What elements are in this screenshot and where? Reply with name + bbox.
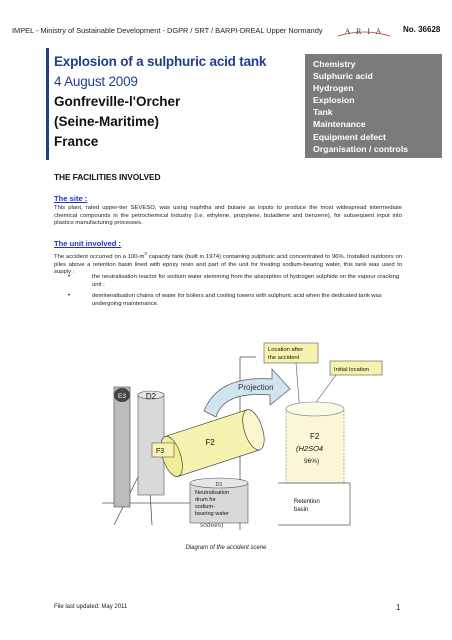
tank-f2-initial: F2 (H2SO4 96%) (285, 401, 345, 484)
projection-arrow: Projection (203, 368, 291, 418)
drum-d1: D1 Neutralisation drum for sodium- beari… (189, 477, 249, 529)
drum-label-line: sodium- (195, 504, 215, 510)
keyword: Organisation / controls (313, 143, 409, 154)
title-town: Gonfreville-l'Orcher (54, 94, 181, 109)
basin-label-line: basin (294, 507, 308, 513)
title-accent-bar (46, 48, 49, 160)
drum-label-line: bearing water (195, 511, 229, 517)
label-concentration: 96%) (304, 458, 319, 465)
label-d1: D1 (215, 482, 222, 488)
keyword: Chemistry (313, 59, 356, 69)
title-country: France (54, 134, 99, 149)
callout-text: Initial location (334, 367, 369, 373)
keyword: Maintenance (313, 119, 366, 130)
title-event: Explosion of a sulphuric acid tank (54, 54, 267, 69)
bullet-item-1: the neutralisation reactor for sodium wa… (92, 274, 400, 288)
label-sodees: sodees) (200, 522, 223, 529)
label-f2-displaced: F2 (205, 438, 215, 447)
site-paragraph: This plant, rated upper-tier SEVESO, was… (54, 205, 402, 227)
drum-label-line: drum for (195, 497, 216, 503)
unit-text-sup: 3 (144, 251, 147, 256)
retention-basin: Retention basin (278, 482, 351, 526)
document-number: No. 36628 (403, 25, 441, 34)
callout-line: Location after (268, 347, 303, 353)
header-ministry-text: IMPEL - Ministry of Sustainable Developm… (12, 26, 323, 35)
bullet-item-2: demineralisation chains of water for boi… (92, 293, 382, 307)
bullet-icon: • (68, 293, 71, 299)
accident-scene-diagram: D2 E3 Projection Location after the acci… (102, 342, 383, 530)
unit-heading: The unit involved : (54, 239, 122, 248)
label-e3: E3 (118, 393, 126, 400)
section-title: THE FACILITIES INVOLVED (54, 172, 161, 182)
drum-label-line: Neutralisation (195, 490, 229, 496)
footer-last-updated: File last updated: May 2011 (54, 604, 128, 610)
diagram-caption: Diagram of the accident scene (185, 545, 267, 551)
equipment-f3: F3 (151, 442, 175, 458)
keyword: Tank (313, 107, 333, 118)
label-h2so4: (H2SO4 (296, 444, 323, 453)
title-department: (Seine-Maritime) (54, 114, 160, 129)
keyword: Hydrogen (313, 83, 354, 94)
aria-logo-text: A R I A (345, 27, 384, 36)
aria-logo: A R I A (337, 27, 391, 37)
callout-line: the accident (268, 355, 300, 361)
page-number: 1 (396, 603, 401, 612)
label-projection: Projection (238, 383, 274, 392)
unit-text-b: capacity tank (built in 1974) containing… (54, 253, 403, 276)
unit-text-a: The accident occurred on a 100-m (54, 253, 145, 260)
keyword: Explosion (313, 95, 355, 106)
label-f3: F3 (156, 448, 164, 455)
bullet-icon: • (68, 274, 71, 280)
label-d2: D2 (146, 392, 157, 401)
label-f2-initial: F2 (310, 432, 320, 441)
title-date: 4 August 2009 (54, 74, 138, 89)
column-e3: E3 (113, 386, 131, 508)
basin-label-line: Retention (294, 499, 320, 505)
keywords-box: Chemistry Sulphuric acid Hydrogen Explos… (305, 54, 442, 158)
callout-initial-location: Initial location (313, 360, 383, 406)
keyword: Sulphuric acid (313, 71, 373, 82)
keyword: Equipment defect (313, 131, 386, 142)
unit-paragraph: The accident occurred on a 100-m3 capaci… (54, 250, 402, 277)
site-heading: The site : (54, 194, 88, 203)
